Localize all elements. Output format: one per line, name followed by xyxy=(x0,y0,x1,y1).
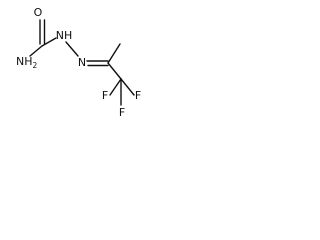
bond-c-nh2 xyxy=(29,45,43,57)
atom-nh2-subscript: 2 xyxy=(33,61,38,70)
atom-nh2: NH2 xyxy=(16,55,38,70)
bond-c-cf3 xyxy=(107,62,122,80)
bond-cf-f-right xyxy=(120,78,135,96)
bond-nh-n xyxy=(65,41,79,57)
structure-diagram: O NH N NH2 F F F xyxy=(0,0,146,127)
atom-nh2-main: NH xyxy=(16,55,33,68)
molecule-drawing: O NH N NH2 F F F xyxy=(16,6,141,119)
atom-oxygen: O xyxy=(34,6,43,19)
bond-cf-f-left xyxy=(109,78,122,96)
atom-nh: NH xyxy=(56,29,73,42)
atom-fluorine-left: F xyxy=(102,89,108,102)
bond-c-nh xyxy=(41,37,57,47)
bond-c-methyl xyxy=(107,43,121,64)
atom-fluorine-bottom: F xyxy=(119,106,125,119)
atom-nitrogen: N xyxy=(78,56,86,69)
atom-fluorine-right: F xyxy=(135,89,141,102)
